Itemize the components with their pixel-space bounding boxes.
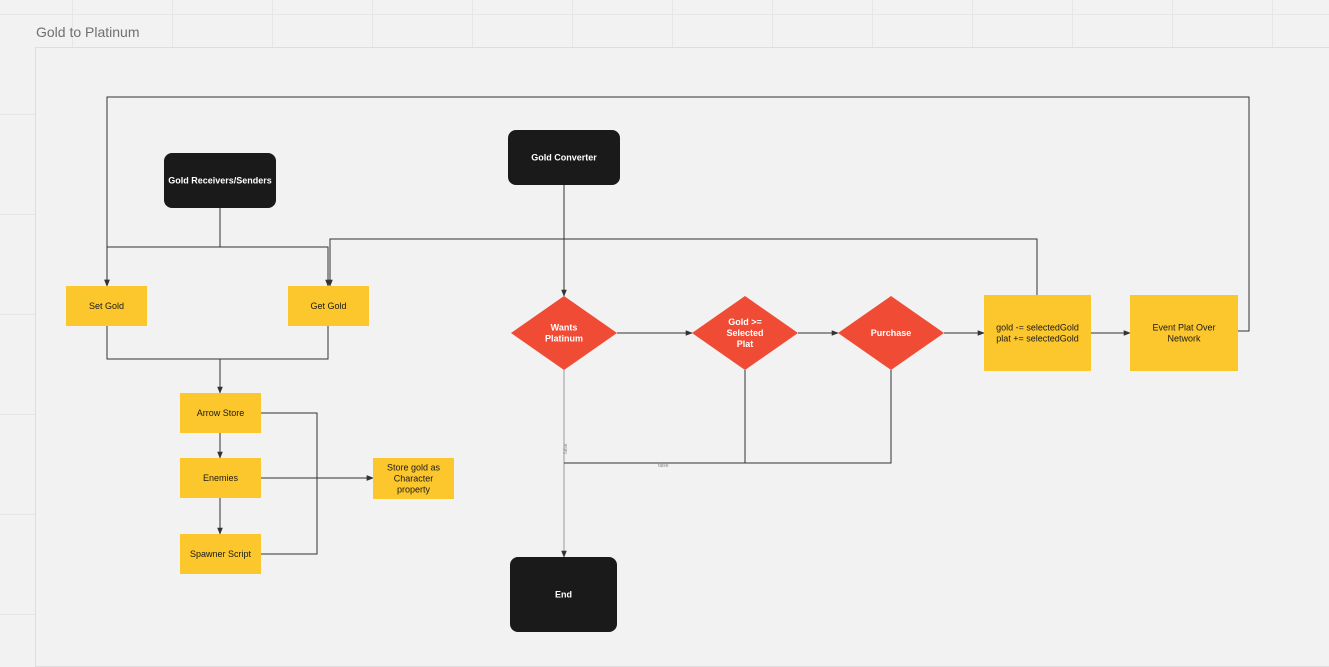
node-label: Get Gold xyxy=(310,301,346,311)
node-enemies[interactable]: Enemies xyxy=(180,458,261,498)
node-label: gold -= selectedGold xyxy=(996,323,1079,333)
edge-receivers-get-gold xyxy=(220,246,331,287)
node-label: Gold >= xyxy=(728,317,762,327)
edge-assign-get-gold-loop xyxy=(327,238,1038,295)
node-get-gold[interactable]: Get Gold xyxy=(288,286,369,326)
terminal-shape xyxy=(508,130,620,185)
node-label: Gold Converter xyxy=(531,153,597,163)
node-label: Arrow Store xyxy=(197,408,245,418)
edge-spawner-store-gold xyxy=(261,478,318,555)
edge-set-gold-arrow-store xyxy=(106,326,223,394)
node-label: Gold Receivers/Senders xyxy=(168,176,272,186)
node-converter[interactable]: Gold Converter xyxy=(508,130,620,185)
node-label: property xyxy=(397,485,431,495)
node-receivers[interactable]: Gold Receivers/Senders xyxy=(164,153,276,208)
process-shape xyxy=(66,286,147,326)
decision-shape xyxy=(511,296,617,370)
edge-get-gold-merge xyxy=(220,326,329,360)
edge-arrow-store-store-gold xyxy=(261,412,374,481)
node-label: Network xyxy=(1167,334,1201,344)
node-label: Event Plat Over xyxy=(1152,323,1215,333)
node-label: Character xyxy=(394,474,434,484)
node-label: Store gold as xyxy=(387,463,441,473)
edge-purchase-false-end xyxy=(745,370,892,464)
edge-label-check-false: false xyxy=(658,463,669,469)
node-end[interactable]: End xyxy=(510,557,617,632)
terminal-shape xyxy=(164,153,276,208)
node-label: Wants xyxy=(551,323,578,333)
decision-shape xyxy=(838,296,944,370)
node-purchase[interactable]: Purchase xyxy=(838,296,944,370)
node-label: Purchase xyxy=(871,328,912,338)
edge-label-wants-false: false xyxy=(563,443,569,454)
node-spawner[interactable]: Spawner Script xyxy=(180,534,261,574)
edge-receivers-set-gold xyxy=(104,208,221,287)
edge-gold-check-false-end xyxy=(564,370,746,464)
process-shape xyxy=(180,458,261,498)
process-shape xyxy=(1130,295,1238,371)
connectors xyxy=(104,96,1250,558)
process-shape xyxy=(373,458,454,499)
node-label: plat += selectedGold xyxy=(996,334,1079,344)
terminal-shape xyxy=(510,557,617,632)
node-label: End xyxy=(555,590,572,600)
process-shape xyxy=(180,534,261,574)
node-label: Enemies xyxy=(203,473,239,483)
edge-event-plat-set-gold-loop xyxy=(104,96,1250,332)
decision-shape xyxy=(692,296,798,370)
node-label: Platinum xyxy=(545,334,583,344)
process-shape xyxy=(288,286,369,326)
node-set-gold[interactable]: Set Gold xyxy=(66,286,147,326)
process-shape xyxy=(984,295,1091,371)
node-label: Selected xyxy=(726,328,763,338)
process-shape xyxy=(180,393,261,433)
node-arrow-store[interactable]: Arrow Store xyxy=(180,393,261,433)
nodes: Gold Receivers/Senders Gold ConverterSet … xyxy=(66,130,1238,632)
frame-title: Gold to Platinum xyxy=(36,24,140,40)
node-label: Plat xyxy=(737,339,754,349)
node-label: Set Gold xyxy=(89,301,124,311)
edge-labels: false false xyxy=(563,443,669,469)
node-label: Spawner Script xyxy=(190,549,252,559)
